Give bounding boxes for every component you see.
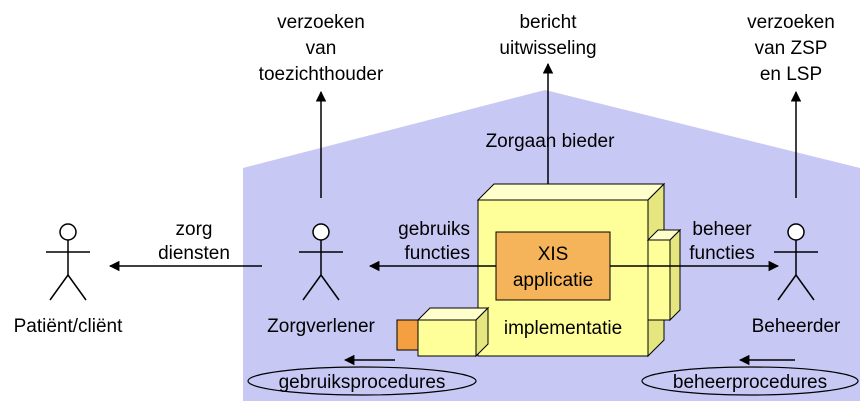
message-exchange-label: bericht uitwisseling xyxy=(499,12,596,59)
svg-text:verzoeken: verzoeken xyxy=(747,12,835,33)
care-services-label: zorg diensten xyxy=(158,219,230,264)
xis-application-label: XIS applicatie xyxy=(513,244,593,291)
svg-text:functies: functies xyxy=(405,243,470,264)
implementation-small-block xyxy=(396,306,490,358)
patient-actor-icon xyxy=(46,223,90,301)
administrator-label: Beheerder xyxy=(752,316,841,337)
svg-text:uitwisseling: uitwisseling xyxy=(499,38,596,59)
svg-text:applicatie: applicatie xyxy=(513,270,593,291)
svg-text:bericht: bericht xyxy=(519,12,577,33)
usage-procedures-label: gebruiksprocedures xyxy=(279,372,446,393)
management-functions-label: beheer functies xyxy=(689,219,754,264)
svg-text:toezichthouder: toezichthouder xyxy=(259,64,384,85)
patient-label: Patiënt/cliënt xyxy=(14,316,124,337)
zsp-lsp-requests-label: verzoeken van ZSP en LSP xyxy=(747,12,835,85)
usage-procedures-ellipse xyxy=(247,366,477,396)
svg-text:van: van xyxy=(306,38,337,59)
administrator-actor-icon xyxy=(774,223,818,301)
xis-application-box xyxy=(495,231,611,301)
management-procedures-label: beheerprocedures xyxy=(673,372,827,393)
application-block xyxy=(476,182,666,358)
svg-text:van ZSP: van ZSP xyxy=(755,38,828,59)
svg-text:diensten: diensten xyxy=(158,243,230,264)
care-provider-label: Zorgverlener xyxy=(267,316,375,337)
management-procedures-ellipse xyxy=(641,366,859,396)
svg-text:verzoeken: verzoeken xyxy=(277,12,365,33)
svg-text:en LSP: en LSP xyxy=(760,64,822,85)
svg-text:beheer: beheer xyxy=(692,219,752,240)
side-module-block xyxy=(646,228,682,322)
implementation-label: implementatie xyxy=(504,318,622,339)
svg-text:gebruiks: gebruiks xyxy=(398,219,470,240)
svg-text:XIS: XIS xyxy=(538,244,569,265)
svg-text:zorg: zorg xyxy=(176,219,213,240)
supervisor-requests-label: verzoeken van toezichthouder xyxy=(259,12,384,85)
usage-functions-label: gebruiks functies xyxy=(398,219,470,264)
svg-text:functies: functies xyxy=(689,243,754,264)
organization-label: Zorgaan bieder xyxy=(486,131,616,152)
care-provider-actor-icon xyxy=(299,223,343,301)
